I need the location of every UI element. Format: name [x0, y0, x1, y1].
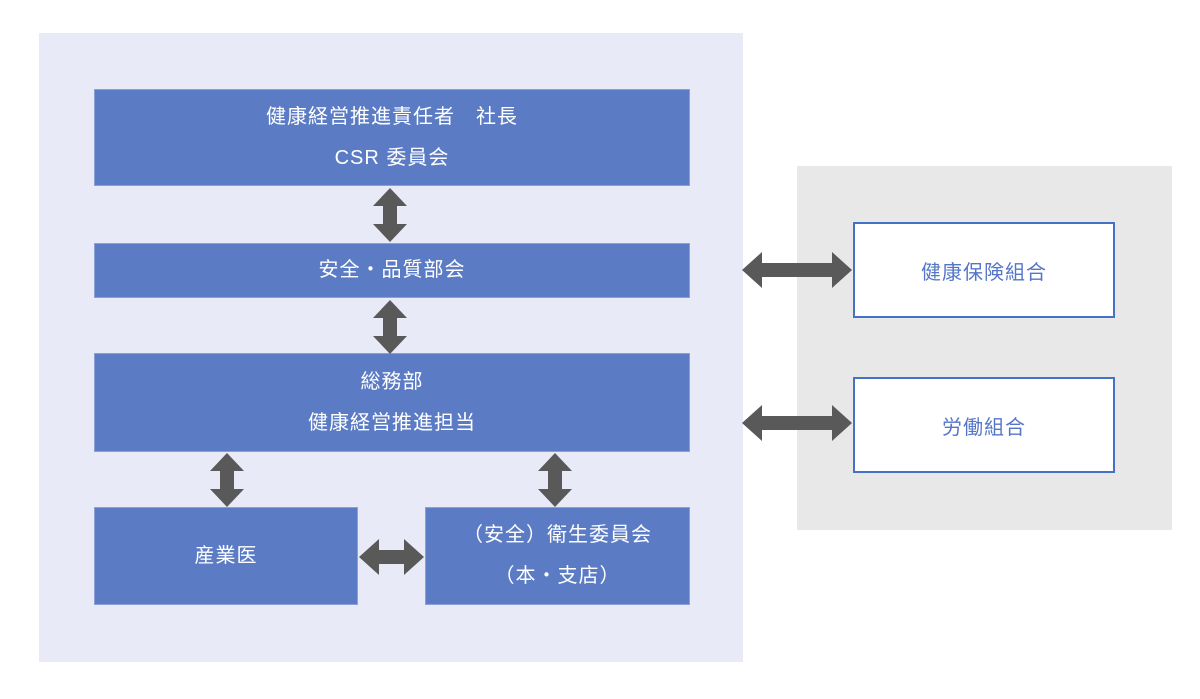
box-hygiene-committee-line2: （本・支店）	[494, 565, 621, 587]
box-occupational-physician: 産業医	[94, 507, 358, 605]
box-general-affairs-line2: 健康経営推進担当	[308, 411, 476, 434]
box-health-insurance-union-label: 健康保険組合	[921, 261, 1047, 284]
box-occupational-physician-label: 産業医	[194, 544, 258, 567]
box-safety-quality-label: 安全・品質部会	[318, 259, 466, 281]
box-hygiene-committee: （安全）衛生委員会 （本・支店）	[425, 507, 690, 605]
arrow-physician-to-hygiene-icon	[359, 539, 424, 575]
box-safety-quality: 安全・品質部会	[94, 243, 690, 298]
box-general-affairs: 総務部 健康経営推進担当	[94, 353, 690, 452]
box-top-management-line2: CSR 委員会	[334, 146, 450, 169]
box-top-management-line1: 健康経営推進責任者 社長	[266, 105, 518, 128]
external-structure-panel	[797, 166, 1172, 530]
arrow-internal-to-labor-union-icon	[742, 405, 852, 441]
arrow-internal-to-health-insurance-icon	[742, 252, 852, 288]
box-health-insurance-union: 健康保険組合	[853, 222, 1115, 318]
box-general-affairs-line1: 総務部	[360, 370, 424, 393]
box-labor-union: 労働組合	[853, 377, 1115, 473]
arrow-top-to-safety-icon	[373, 188, 407, 242]
arrow-safety-to-general-icon	[373, 300, 407, 354]
arrow-general-to-physician-icon	[210, 453, 244, 507]
arrow-general-to-hygiene-icon	[538, 453, 572, 507]
box-top-management: 健康経営推進責任者 社長 CSR 委員会	[94, 89, 690, 186]
box-labor-union-label: 労働組合	[942, 416, 1026, 439]
box-hygiene-committee-line1: （安全）衛生委員会	[463, 524, 652, 546]
